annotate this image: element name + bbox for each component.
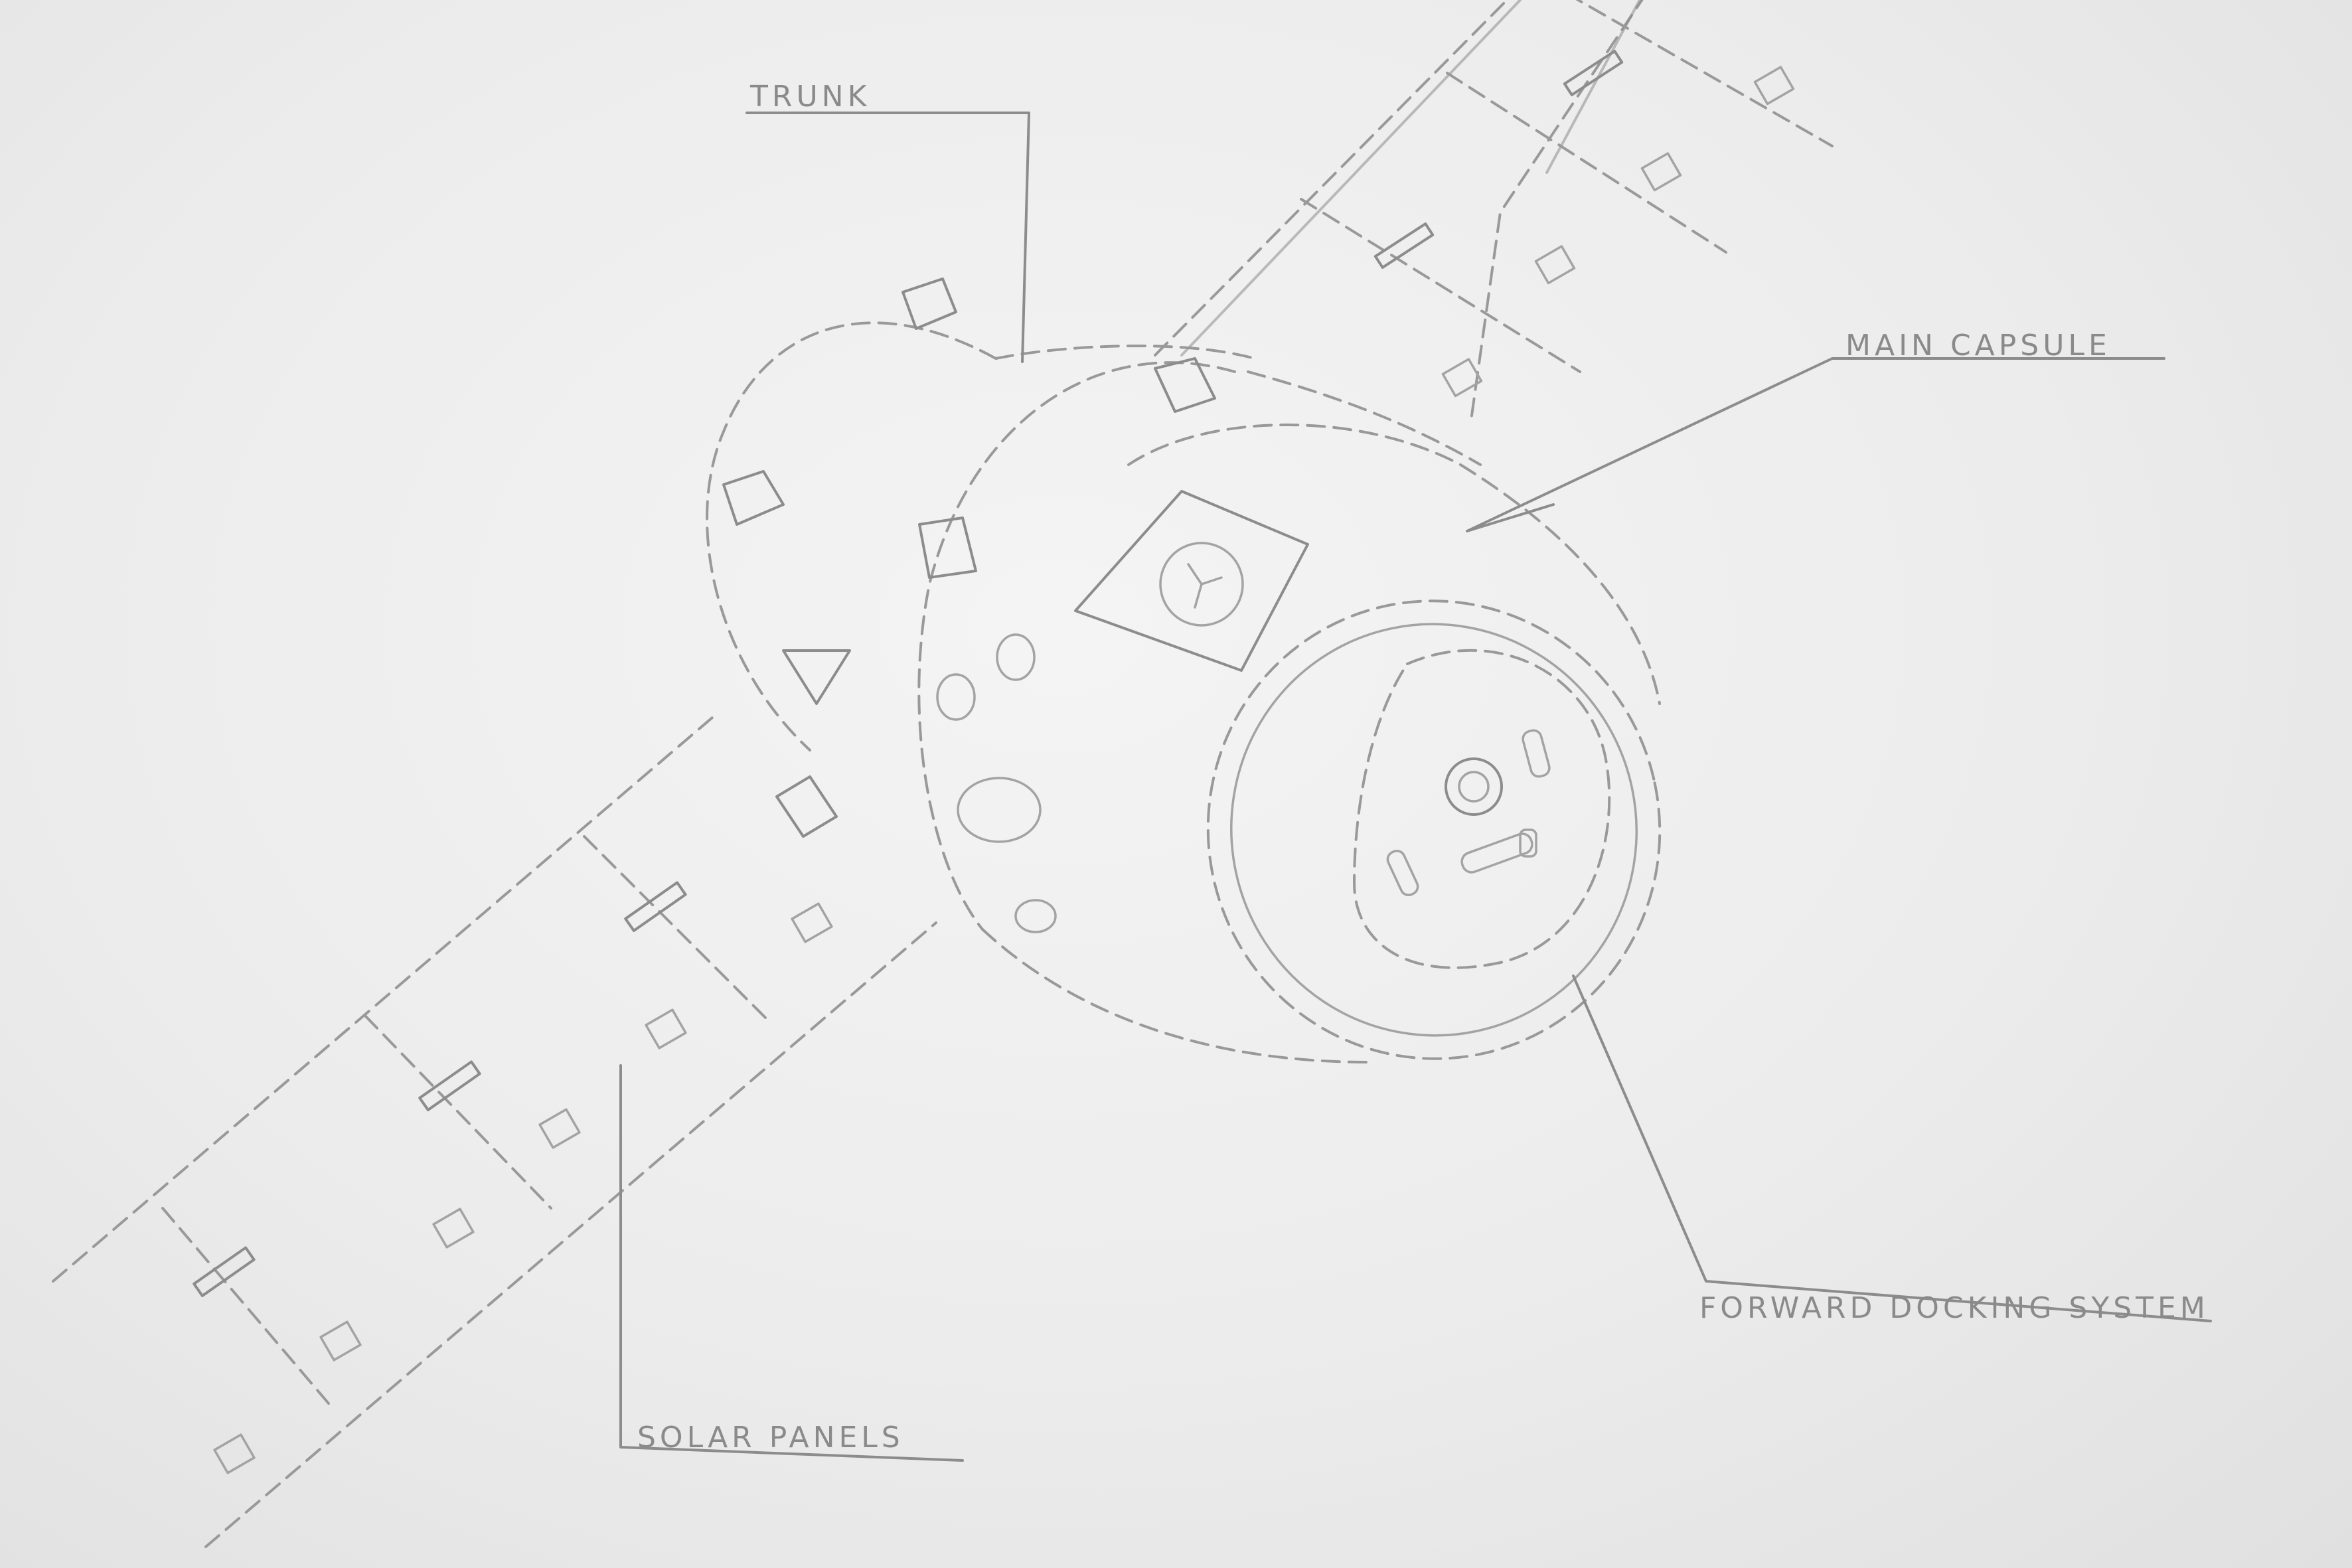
label-solar-panels: SOLAR PANELS bbox=[637, 1421, 904, 1454]
upper-solar-panel bbox=[1155, 0, 1832, 425]
label-trunk: TRUNK bbox=[749, 80, 870, 114]
label-forward-docking-system: FORWARD DOCKING SYSTEM bbox=[1699, 1291, 2209, 1325]
capsule-face bbox=[1075, 425, 1660, 704]
leader-lines bbox=[621, 113, 2211, 1460]
main-capsule-body bbox=[919, 358, 1480, 1062]
forward-docking-system bbox=[1166, 559, 1703, 1101]
labels: TRUNK MAIN CAPSULE FORWARD DOCKING SYSTE… bbox=[637, 80, 2209, 1454]
label-main-capsule: MAIN CAPSULE bbox=[1845, 329, 2111, 362]
